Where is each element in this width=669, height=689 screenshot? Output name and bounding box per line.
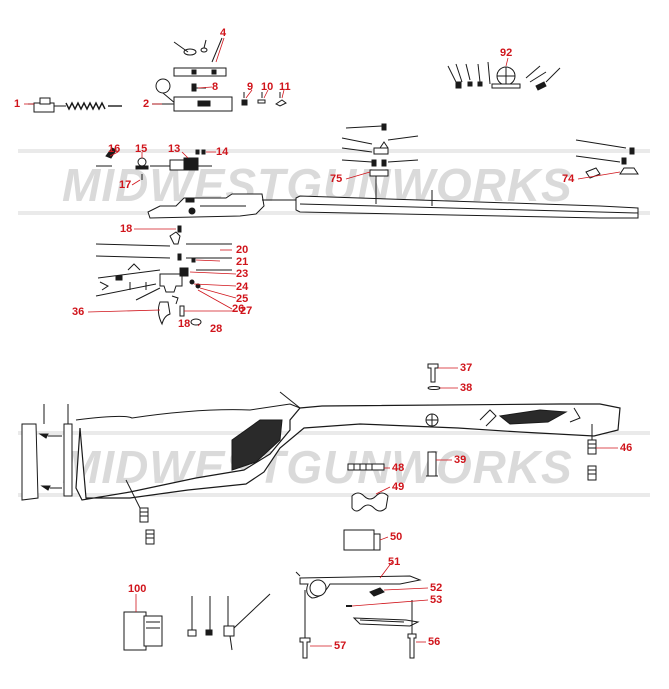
part-48-bar [347, 463, 385, 471]
part-label-2: 2 [143, 98, 150, 110]
part-label-8: 8 [212, 81, 219, 93]
part-label-36: 36 [72, 306, 85, 318]
part-label-9: 9 [247, 81, 254, 93]
part-2-bolt-body [152, 78, 233, 112]
part-label-15: 15 [135, 143, 148, 155]
part-46-sling-swivel [587, 424, 597, 481]
part-label-25: 25 [236, 293, 249, 305]
buttplate [21, 404, 73, 501]
part-100-magazine [123, 593, 271, 651]
part-label-74: 74 [562, 173, 575, 185]
part-label-57: 57 [334, 640, 347, 652]
part-label-1: 1 [14, 98, 21, 110]
watermark-bottom: MIDWESTGUNWORKS [62, 441, 573, 493]
part-label-49: 49 [392, 481, 405, 493]
part-49-spring-plate [351, 492, 389, 512]
part-label-51: 51 [388, 556, 401, 568]
parts-56-57-screws [299, 590, 417, 659]
part-label-92: 92 [500, 47, 513, 59]
floorplate [352, 617, 420, 627]
part-label-10: 10 [261, 81, 274, 93]
parts-13-17-bolt-release-group [96, 147, 212, 180]
part-51-trigger-guard [295, 571, 422, 607]
part-label-100: 100 [128, 583, 147, 595]
part-50-magazine-box [343, 529, 381, 551]
part-label-75: 75 [330, 173, 343, 185]
part-label-26: 26 [232, 303, 245, 315]
part-label-28: 28 [210, 323, 223, 335]
part-label-53: 53 [430, 594, 443, 606]
leader-lines [24, 37, 621, 647]
stock [75, 391, 621, 509]
part-label-27: 27 [240, 305, 253, 317]
part-label-52: 52 [430, 582, 443, 594]
part-label-18-bottom: 18 [178, 318, 191, 330]
part-label-14: 14 [216, 146, 229, 158]
part-75-sight-base [341, 123, 419, 177]
parts-9-10-11-small-parts [241, 92, 287, 107]
part-label-38: 38 [460, 382, 473, 394]
part-label-37: 37 [460, 362, 473, 374]
rear-sling-swivel [139, 507, 155, 545]
part-label-18-top: 18 [120, 223, 133, 235]
part-label-23: 23 [236, 268, 249, 280]
part-label-11: 11 [279, 81, 291, 93]
part-label-56: 56 [428, 636, 441, 648]
part-label-24: 24 [236, 281, 249, 293]
part-label-4: 4 [220, 27, 227, 39]
part-label-46: 46 [620, 442, 633, 454]
part-label-39: 39 [454, 454, 467, 466]
part-74-sight [575, 139, 639, 179]
receiver [147, 193, 296, 219]
part-label-16: 16 [108, 143, 121, 155]
part-1-firing-pin-assembly [28, 97, 122, 113]
part-label-17: 17 [119, 179, 132, 191]
part-label-48: 48 [392, 462, 405, 474]
part-39-pillar [426, 451, 438, 477]
part-label-50: 50 [390, 531, 403, 543]
barrel [295, 176, 639, 219]
part-4-bolt-part [173, 37, 227, 77]
part-label-13: 13 [168, 143, 181, 155]
trigger-group [95, 225, 232, 326]
part-92-sight-assembly [447, 61, 561, 91]
part-label-21: 21 [236, 256, 249, 268]
part-label-20: 20 [236, 244, 249, 256]
